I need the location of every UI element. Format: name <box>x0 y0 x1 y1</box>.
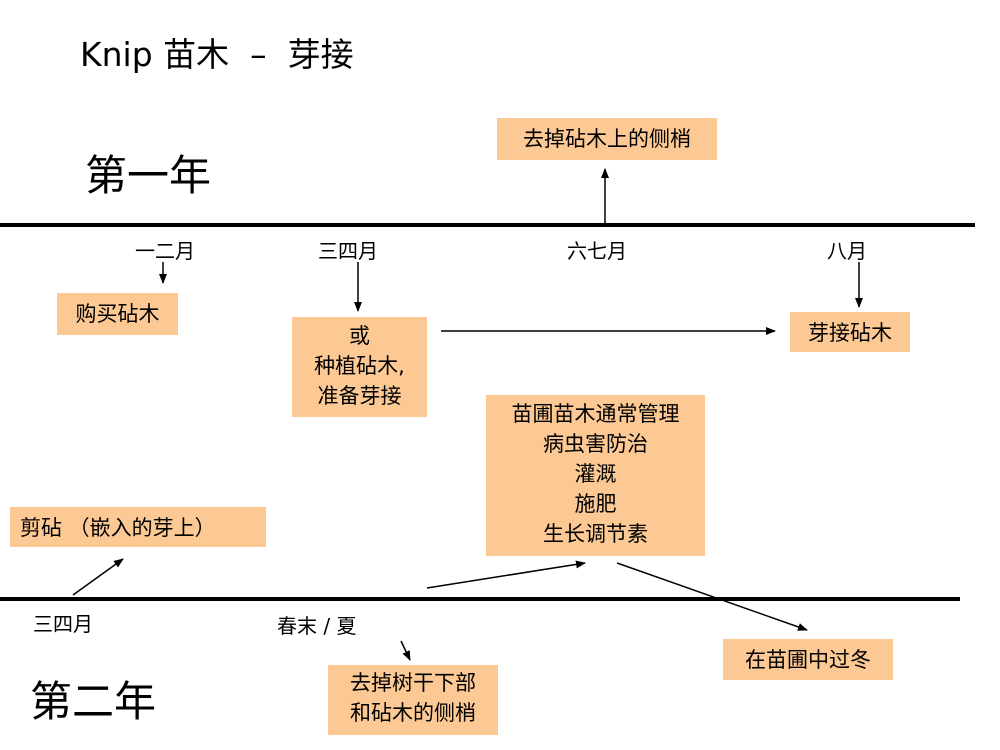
month-label-jan-feb: 一二月 <box>135 239 195 263</box>
month-label-late-spring-summer: 春末 / 夏 <box>277 614 357 638</box>
box-overwinter-in-nursery: 在苗圃中过冬 <box>723 639 893 680</box>
box-cut-back-rootstock: 剪砧 （嵌入的芽上） <box>10 507 266 547</box>
box-nursery-management: 苗圃苗木通常管理 病虫害防治 灌溉 施肥 生长调节素 <box>486 395 705 556</box>
month-label-aug: 八月 <box>827 239 867 263</box>
box-remove-lower-trunk-shoots: 去掉树干下部 和砧木的侧梢 <box>328 665 498 735</box>
page-title: Knip 苗木 – 芽接 <box>80 35 354 74</box>
box-bud-graft-rootstock: 芽接砧木 <box>790 312 910 352</box>
year-two-label: 第二年 <box>30 677 157 726</box>
box-plant-rootstock: 或 种植砧木, 准备芽接 <box>292 317 427 417</box>
month-label-mar-apr: 三四月 <box>318 239 378 263</box>
year-one-label: 第一年 <box>85 151 212 200</box>
box-remove-rootstock-side-shoots: 去掉砧木上的侧梢 <box>497 118 717 160</box>
box-buy-rootstock: 购买砧木 <box>57 293 178 335</box>
arrow-to-remove-lower <box>400 640 411 661</box>
arrow-to-cut-back <box>72 558 124 596</box>
month-label-jun-jul: 六七月 <box>567 239 627 263</box>
month-label-year2-mar-apr: 三四月 <box>33 612 93 636</box>
arrow-to-nursery-management <box>426 560 586 589</box>
arrow-to-overwinter <box>616 562 808 631</box>
